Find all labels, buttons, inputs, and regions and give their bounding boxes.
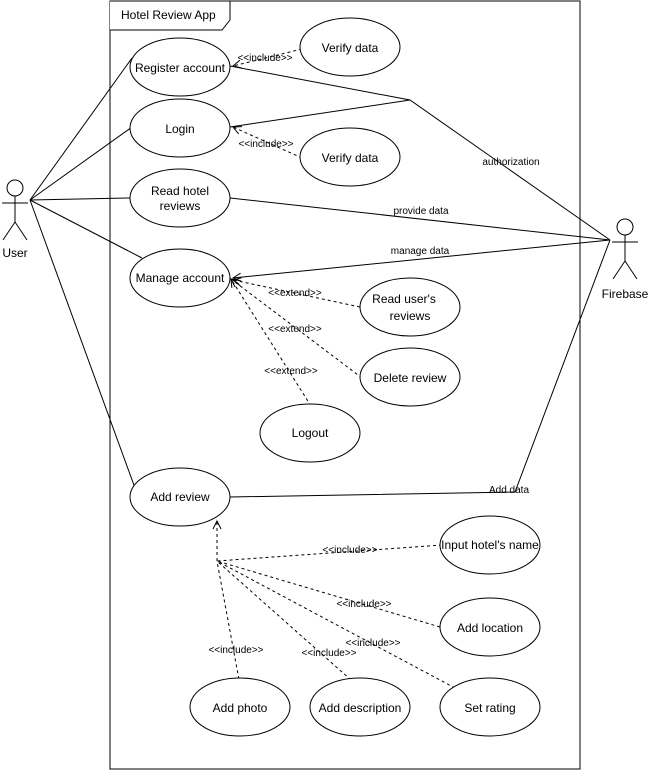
use-case-label: Add location: [457, 621, 523, 635]
relation-labels: <<include>> <<include>> <<extend>> <<ext…: [208, 53, 539, 659]
use-case-add-location[interactable]: Add location: [439, 597, 541, 657]
assoc-login-authorization: [229, 99, 411, 128]
use-case-label: Verify data: [322, 151, 379, 165]
use-case-label: Logout: [292, 426, 329, 440]
dep-include-location: [216, 560, 441, 628]
system-title: Hotel Review App: [121, 8, 216, 22]
label-include-description: <<include>>: [301, 648, 356, 659]
label-include-register: <<include>>: [237, 53, 292, 64]
assoc-user-login: [29, 126, 133, 201]
use-case-label: Register account: [135, 61, 226, 75]
use-case-label: Add description: [319, 701, 402, 715]
firebase-actor-label: Firebase: [602, 287, 649, 301]
label-include-location: <<include>>: [336, 599, 391, 610]
assoc-provide-data: [229, 197, 611, 241]
use-case-verify-data-register[interactable]: Verify data: [299, 17, 401, 77]
use-case-label: Verify data: [322, 41, 379, 55]
use-cases: Register account Verify data Login Verif…: [129, 17, 541, 737]
dep-login-verify: [233, 127, 303, 159]
use-case-label: Delete review: [374, 371, 447, 385]
use-case-label-line1: Read user's: [372, 292, 436, 306]
assoc-user-register: [29, 57, 133, 201]
use-case-label: Add photo: [213, 701, 268, 715]
dep-extend-read-user: [233, 280, 361, 308]
assoc-user-manage: [29, 199, 143, 259]
assoc-manage-data: [233, 239, 611, 278]
use-case-label-line2: reviews: [390, 309, 431, 323]
dep-include-description: [216, 560, 361, 689]
dep-include-rating: [216, 560, 456, 689]
system-boundary: Hotel Review App: [109, 0, 581, 770]
use-case-label: Input hotel's name: [441, 538, 539, 552]
firebase-actor[interactable]: Firebase: [602, 218, 649, 301]
label-provide-data: provide data: [393, 206, 448, 217]
use-case-login[interactable]: Login: [129, 98, 231, 158]
use-case-logout[interactable]: Logout: [259, 403, 361, 463]
use-case-manage-account[interactable]: Manage account: [129, 248, 231, 308]
dep-extend-logout: [231, 279, 312, 407]
use-case-verify-data-login[interactable]: Verify data: [299, 127, 401, 187]
label-authorization: authorization: [482, 157, 539, 168]
dependency-lines: [216, 48, 456, 689]
label-extend-delete: <<extend>>: [268, 324, 322, 335]
label-include-input-hotel: <<include>>: [322, 545, 377, 556]
user-associations: [29, 57, 143, 489]
user-actor[interactable]: User: [2, 179, 28, 260]
use-case-delete-review[interactable]: Delete review: [359, 347, 461, 407]
label-manage-data: manage data: [391, 246, 450, 257]
use-case-label: Set rating: [464, 701, 515, 715]
dep-include-photo: [216, 560, 241, 686]
label-include-login: <<include>>: [238, 139, 293, 150]
use-case-add-photo[interactable]: Add photo: [189, 677, 291, 737]
label-include-photo: <<include>>: [208, 645, 263, 656]
firebase-associations: [229, 65, 611, 498]
use-case-set-rating[interactable]: Set rating: [439, 677, 541, 737]
use-case-input-hotel-name[interactable]: Input hotel's name: [439, 515, 541, 575]
use-case-read-user-reviews[interactable]: Read user's reviews: [359, 277, 461, 337]
use-case-add-review[interactable]: Add review: [129, 467, 231, 527]
dep-include-input-hotel: [216, 544, 443, 562]
use-case-label: Add review: [150, 490, 210, 504]
label-include-rating: <<include>>: [345, 638, 400, 649]
assoc-user-add-review: [29, 199, 136, 489]
use-case-read-hotel-reviews[interactable]: Read hotel reviews: [129, 168, 231, 228]
use-case-label-line1: Read hotel: [151, 184, 209, 198]
user-actor-label: User: [2, 246, 27, 260]
assoc-add-data: [229, 239, 611, 498]
use-case-label: Manage account: [136, 271, 225, 285]
label-add-data: Add data: [489, 485, 529, 496]
use-case-label-line2: reviews: [160, 199, 201, 213]
use-case-label: Login: [165, 122, 194, 136]
assoc-user-read-reviews: [29, 197, 131, 201]
use-case-add-description[interactable]: Add description: [309, 677, 411, 737]
label-extend-logout: <<extend>>: [264, 366, 318, 377]
label-extend-read-user: <<extend>>: [268, 288, 322, 299]
use-case-register-account[interactable]: Register account: [129, 37, 231, 97]
